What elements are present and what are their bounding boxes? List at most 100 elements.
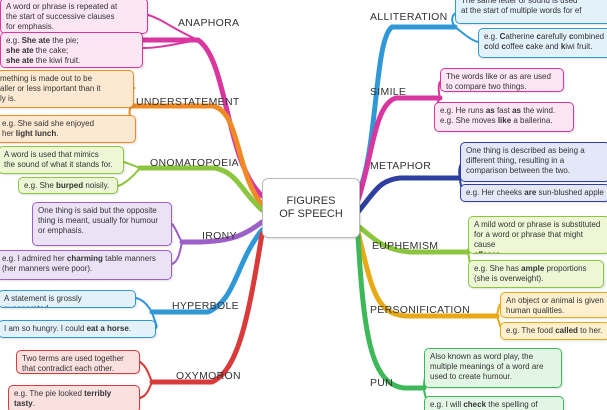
pun-example-text: check [463,400,487,409]
oxymoron-branch-label: OXYMORON [176,370,241,382]
simile-example-text: fast [494,106,513,115]
irony-example-box: e.g. I admired her charming table manner… [0,250,172,280]
central-topic: FIGURES OF SPEECH [262,178,360,238]
alliteration-definition-box: The same letter or sound is used at the … [455,0,607,24]
alliteration-example-connector [454,26,479,43]
hyperbole-example-box: I am so hungry. I could eat a horse. [0,320,156,338]
alliteration-example-text: e.g. [484,32,500,41]
oxymoron-example-box: e.g. The pie looked terribly tasty. e.g.… [8,385,140,410]
alliteration-example-text: offee [505,42,526,51]
alliteration-example-text: ake and [530,42,561,51]
oxymoron-definition-connector [139,361,153,383]
pun-example-text: the spelling of [486,400,538,409]
alliteration-example-text: c [501,42,506,51]
anaphora-example-text: she ate [6,46,34,55]
euphemism-example-text: e.g. She has [474,264,522,273]
irony-example-text: table manners (her manners were poor). [2,254,156,273]
alliteration-example-text: c [484,42,489,51]
simile-example-text: as [512,106,521,115]
understatement-branch-line [128,103,265,208]
metaphor-branch-line [355,175,463,215]
anaphora-example-connector [142,39,199,49]
alliteration-example-text: old [488,42,502,51]
euphemism-branch-line [355,223,471,255]
hyperbole-example-text: eat a horse [86,324,129,333]
personification-definition-box: An object or animal is given human quali… [500,292,607,318]
euphemism-branch-label: EUPHEMISM [372,240,439,252]
simile-example-text: e.g. He runs [440,106,486,115]
onomatopoeia-example-connector [117,167,141,187]
anaphora-example-text: the kiwi fruit. [33,56,81,65]
anaphora-branch-label: ANAPHORA [178,17,240,29]
irony-example-text: e.g. I admired her [2,254,67,263]
onomatopoeia-example-text: burped [56,181,84,190]
irony-definition-box: One thing is said but the opposite thing… [32,202,172,246]
metaphor-example-text: are [524,188,537,197]
simile-branch-label: SIMILE [370,86,407,98]
hyperbole-definition-box: A statement is grossly exaggerated. [0,290,136,308]
euphemism-example-box: e.g. She has ample proportions (she is o… [468,260,604,288]
metaphor-example-box: e.g. Her cheeks are sun-blushed apple [460,184,607,202]
irony-example-text: charming [66,254,103,263]
alliteration-example-text: c [536,32,541,41]
hyperbole-branch-label: HYPERBOLE [172,300,239,312]
hyperbole-definition-connector [135,297,153,313]
alliteration-example-text: c [525,42,531,51]
irony-definition-connector [171,223,183,243]
simile-example-text: the wind. e.g. She moves [440,106,556,125]
personification-example-box: e.g. The food called to her. [500,322,607,340]
hyperbole-example-text: . [128,324,132,333]
understatement-example-text: . [56,129,59,138]
euphemism-example-text: ample [521,264,545,273]
pun-branch-line [355,233,427,391]
alliteration-example-text: ombined [573,32,605,41]
metaphor-example-text: sun-blushed apple [536,188,604,197]
onomatopoeia-definition-connector [123,161,141,169]
understatement-example-text: light lunch [15,129,57,138]
anaphora-definition-box: A word or phrase is repeated at the star… [0,0,148,34]
euphemism-definition-box: A mild word or phrase is substituted for… [468,216,607,254]
simile-example-text: like [497,116,512,125]
irony-branch-label: IRONY [202,230,237,242]
pun-example-text: e.g. I will [430,400,464,409]
anaphora-example-text: She ate [21,36,51,45]
irony-example-connector [171,241,183,265]
alliteration-example-box: e.g. Catherine carefully combined cold c… [478,28,607,58]
oxymoron-example-text: e.g. The pie looked [14,389,85,398]
alliteration-example-text: c [568,32,574,41]
simile-example-text: a ballerina. [511,116,553,125]
personification-branch-label: PERSONIFICATION [370,304,470,316]
simile-example-text: as [485,106,495,115]
pun-branch-label: PUN [370,377,394,389]
anaphora-example-text: she ate [6,56,34,65]
personification-example-text: e.g. The food [506,326,556,335]
simile-definition-box: The words like or as are used to compare… [440,68,564,92]
oxymoron-definition-box: Two terms are used together that contrad… [16,350,140,374]
metaphor-definition-box: One thing is described as being a differ… [460,142,607,182]
understatement-definition-box: mething is made out to be aller or less … [0,70,134,108]
alliteration-example-text: arefully [540,32,569,41]
euphemism-example-text: proportions (she is overweight). [474,264,587,283]
personification-example-text: to her. [577,326,603,335]
metaphor-branch-label: METAPHOR [370,160,432,172]
alliteration-example-text: iwi fruit. [565,42,593,51]
onomatopoeia-example-box: e.g. She burped noisily. [18,177,118,194]
alliteration-example-text: k [560,42,566,51]
anaphora-example-text: the pie; [52,36,79,45]
oxymoron-example-connector [139,381,153,399]
hyperbole-example-text: I am so hungry. I could [4,324,87,333]
anaphora-example-box: e.g. She ate the pie; she ate the cake; … [0,32,143,68]
anaphora-definition-connector [147,14,199,41]
irony-branch-line [179,219,265,245]
understatement-example-box: e.g. She said she enjoyed her light lunc… [0,115,136,143]
understatement-branch-label: UNDERSTATEMENT [136,96,240,108]
metaphor-example-text: e.g. Her cheeks [466,188,525,197]
onomatopoeia-branch-label: ONOMATOPOEIA [150,157,239,169]
anaphora-example-text: the cake; [35,46,69,55]
onomatopoeia-example-text: e.g. She [24,181,57,190]
oxymoron-example-text: terribly tasty [14,389,112,408]
onomatopoeia-example-text: noisily. [83,181,110,190]
simile-example-box: e.g. He runs as fast as the wind. e.g. S… [434,102,574,132]
onomatopoeia-branch-line [137,165,265,213]
